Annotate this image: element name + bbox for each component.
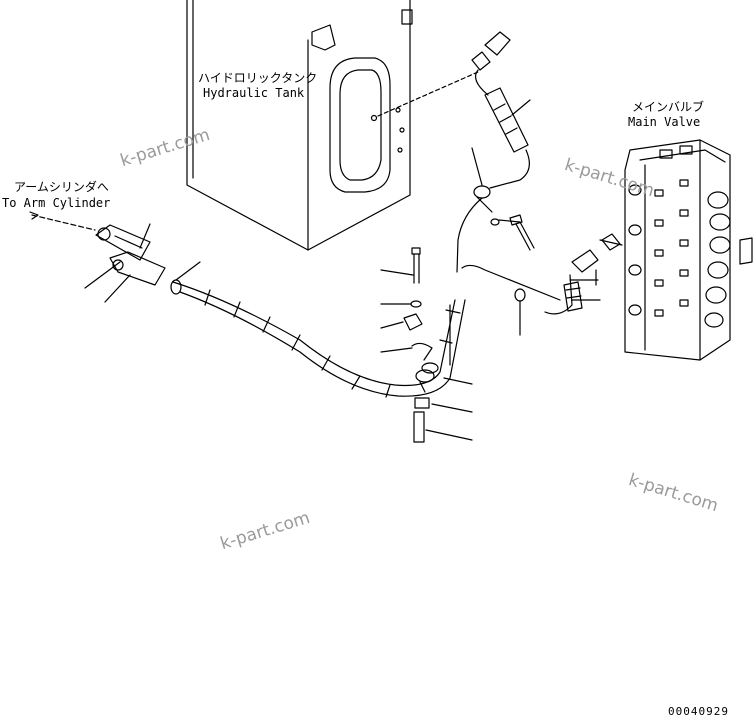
valve-label-jp: メインバルブ (632, 100, 705, 114)
arm-cylinder-hose (170, 279, 473, 441)
arm-cylinder-fittings (29, 211, 201, 303)
hardware-stack (380, 247, 433, 443)
arm-label-en: To Arm Cylinder (2, 196, 111, 210)
drawing-number: 00040929 (668, 705, 729, 718)
bolt-hardware-upper (490, 214, 535, 251)
main-valve (599, 139, 753, 361)
valve-pilot-line (514, 233, 621, 336)
arm-label-jp: アームシリンダへ (14, 180, 109, 194)
valve-label-en: Main Valve (628, 115, 701, 129)
return-pipe (449, 147, 561, 366)
hydraulic-tank (186, 0, 479, 251)
tank-label-en: Hydraulic Tank (203, 86, 305, 100)
tank-label-jp: ハイドロリックタンク (198, 71, 318, 85)
tank-return-hose (471, 31, 531, 189)
